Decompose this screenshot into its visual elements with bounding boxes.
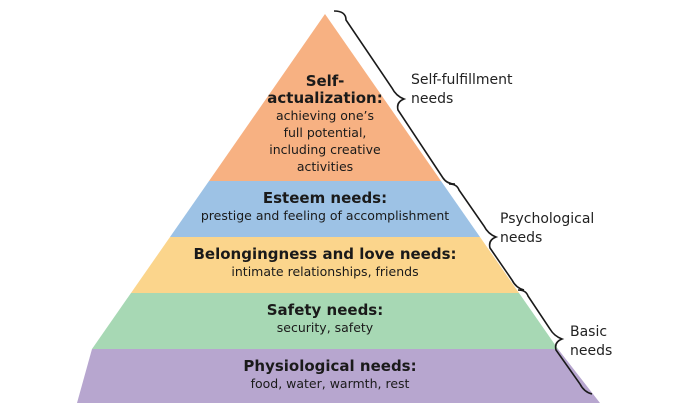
safety-title: Safety needs: xyxy=(266,301,384,319)
label-self-actualization: Self- actualization: achieving one’s ful… xyxy=(255,73,395,175)
bracket-basic xyxy=(517,289,593,395)
bracket-psychological xyxy=(448,183,525,291)
self-desc-line-4: activities xyxy=(296,159,354,174)
tier-physiological xyxy=(77,349,600,403)
group-label-basic: Basic needs xyxy=(570,323,612,361)
label-belongingness: Belongingness and love needs: intimate r… xyxy=(131,246,519,280)
belonging-desc: intimate relationships, friends xyxy=(231,264,419,279)
group-label-self-fulfillment: Self-fulfillment needs xyxy=(411,71,513,109)
tier-belongingness xyxy=(131,237,519,293)
safety-desc: security, safety xyxy=(276,320,374,335)
tier-safety xyxy=(92,293,558,349)
physiological-desc: food, water, warmth, rest xyxy=(250,376,410,391)
belonging-title: Belongingness and love needs: xyxy=(193,245,457,263)
label-safety: Safety needs: security, safety xyxy=(92,302,558,336)
psychological-line-2: needs xyxy=(500,230,543,246)
psychological-line-1: Psychological xyxy=(500,211,595,227)
self-desc-line-1: achieving one’s xyxy=(275,108,375,123)
self-title-line-2: actualization: xyxy=(267,89,383,107)
self-desc-line-2: full potential, xyxy=(283,125,367,140)
label-esteem: Esteem needs: prestige and feeling of ac… xyxy=(170,190,480,224)
label-physiological: Physiological needs: food, water, warmth… xyxy=(80,358,580,392)
tier-esteem xyxy=(170,181,480,237)
self-title-line-1: Self- xyxy=(305,72,345,90)
physiological-title: Physiological needs: xyxy=(243,357,417,375)
basic-line-1: Basic xyxy=(570,324,608,340)
self-fulfillment-line-1: Self-fulfillment xyxy=(411,72,513,88)
self-fulfillment-line-2: needs xyxy=(411,91,454,107)
basic-line-2: needs xyxy=(570,343,613,359)
esteem-desc: prestige and feeling of accomplishment xyxy=(200,208,450,223)
tier-self-actualization xyxy=(209,14,441,181)
group-label-psychological: Psychological needs xyxy=(500,210,594,248)
self-desc-line-3: including creative xyxy=(269,142,381,157)
bracket-self-fulfillment xyxy=(333,10,456,185)
esteem-title: Esteem needs: xyxy=(262,189,388,207)
